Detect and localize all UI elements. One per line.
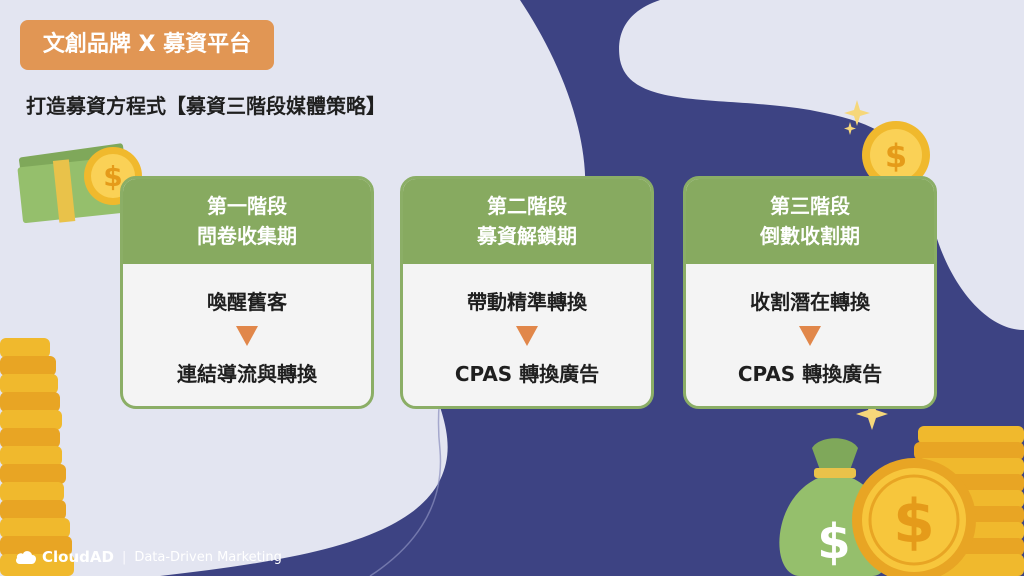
dollar-coin-icon: $ [852,458,976,576]
stage-title: 第一階段 [207,194,287,218]
coin-stack-icon [0,338,74,576]
svg-text:$: $ [885,137,907,175]
stage-card-header: 第二階段 募資解鎖期 [403,179,651,264]
category-tag: 文創品牌 X 募資平台 [20,20,274,70]
stage-card-1: 第一階段 問卷收集期 喚醒舊客 連結導流與轉換 [120,176,374,409]
footer-divider: | [121,549,127,565]
footer-branding: CloudAD | Data-Driven Marketing [14,548,282,566]
stage-card-body: 收割潛在轉換 CPAS 轉換廣告 [686,264,934,387]
cloud-logo-icon [16,551,36,564]
stage-card-body: 帶動精準轉換 CPAS 轉換廣告 [403,264,651,387]
stage-card-header: 第一階段 問卷收集期 [123,179,371,264]
svg-text:$: $ [817,514,850,570]
stage-period: 問卷收集期 [197,224,297,248]
stage-card-body: 喚醒舊客 連結導流與轉換 [123,264,371,387]
stage-step-2: CPAS 轉換廣告 [454,362,600,386]
svg-text:$: $ [103,160,122,193]
stage-card-2: 第二階段 募資解鎖期 帶動精準轉換 CPAS 轉換廣告 [400,176,654,409]
svg-text:$: $ [893,487,935,557]
stage-period: 募資解鎖期 [477,224,577,248]
stage-card-header: 第三階段 倒數收割期 [686,179,934,264]
stage-step-2: CPAS 轉換廣告 [737,362,883,386]
stage-step-1: 收割潛在轉換 [750,290,870,314]
arrow-down-icon [236,326,258,346]
stage-step-1: 帶動精準轉換 [467,290,587,314]
stage-title: 第三階段 [770,194,850,218]
stage-title: 第二階段 [487,194,567,218]
stage-card-3: 第三階段 倒數收割期 收割潛在轉換 CPAS 轉換廣告 [683,176,937,409]
dollar-coin-icon: $ [862,121,930,189]
stage-step-2: 連結導流與轉換 [177,362,317,386]
stage-step-1: 喚醒舊客 [207,290,287,314]
brand-name: CloudAD [42,548,114,566]
arrow-down-icon [516,326,538,346]
arrow-down-icon [799,326,821,346]
stage-period: 倒數收割期 [760,224,860,248]
light-blob-right [619,0,1024,330]
page-subtitle: 打造募資方程式【募資三階段媒體策略】 [26,94,386,118]
brand-tagline: Data-Driven Marketing [134,549,282,565]
